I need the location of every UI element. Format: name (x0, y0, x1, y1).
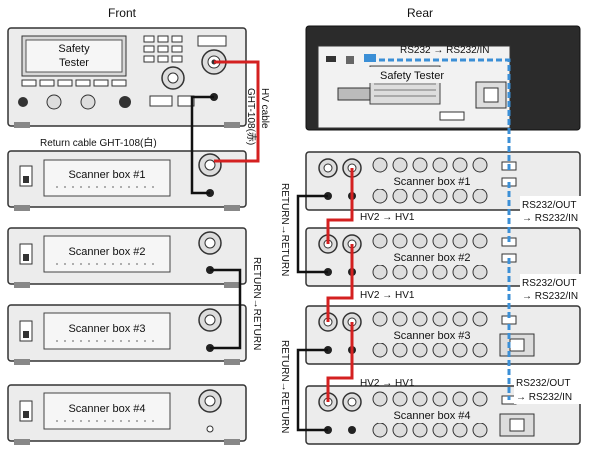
rear-box-label-1: Scanner box #1 (393, 176, 470, 188)
rear-scanner-box-1: Scanner box #1 (305, 151, 581, 211)
front-scanner-box-3: Scanner box #3 (7, 304, 247, 365)
rear-heading: Rear (407, 6, 433, 20)
rear-hv-link-1 (326, 168, 354, 244)
front-return-cable-1 (190, 95, 214, 195)
rear-return-label-2: RETURN→RETURN (279, 340, 290, 433)
rear-hv-link-label-2: HV2 → HV1 (360, 290, 415, 301)
front-box-label-4: Scanner box #4 (68, 403, 145, 415)
rs232-cable-top (370, 58, 511, 170)
front-box-label-2: Scanner box #2 (68, 246, 145, 258)
power-switch (18, 97, 28, 107)
front-scanner-box-1: Scanner box #1 (7, 150, 247, 211)
rear-hv-link-label-1: HV2 → HV1 (360, 212, 415, 223)
rs232-top-label: RS232 → RS232/IN (400, 45, 490, 56)
front-box-label-3: Scanner box #3 (68, 323, 145, 335)
rear-box-label-3: Scanner box #3 (393, 330, 470, 342)
rear-return-link-1 (296, 194, 328, 274)
safety-tester-front: Safety Tester (7, 27, 247, 128)
front-return-label: RETURN→RETURN (251, 257, 262, 350)
rear-return-link-2 (296, 348, 328, 432)
front-heading: Front (108, 6, 137, 20)
rear-box-label-4: Scanner box #4 (393, 410, 470, 422)
tester-label-line1: Safety (58, 43, 90, 55)
rear-scanner-box-3: Scanner box #3 (305, 305, 581, 365)
rear-scanner-box-2: Scanner box #2 (305, 227, 581, 287)
front-box-label-1: Scanner box #1 (68, 169, 145, 181)
rs232-out-label-1a: RS232/OUT (522, 200, 576, 211)
rear-box-label-2: Scanner box #2 (393, 252, 470, 264)
front-return-cable-2 (210, 268, 242, 350)
hv-cable-model: GHT-108(赤) (245, 88, 257, 145)
rs232-out-label-3a: RS232/OUT (516, 378, 570, 389)
rs232-connector (364, 54, 376, 62)
rear-return-label-1: RETURN→RETURN (279, 183, 290, 276)
rear-scanner-box-4: Scanner box #4 (305, 385, 581, 445)
hv-cable-label: HV cable (259, 88, 270, 129)
rear-hv-link-2 (326, 244, 354, 322)
rs232-out-label-1b: → RS232/IN (522, 213, 578, 224)
rs232-out-label-2a: RS232/OUT (522, 278, 576, 289)
rear-hv-link-label-3: HV2 → HV1 (360, 378, 415, 389)
front-scanner-box-4: Scanner box #4 (7, 384, 247, 445)
return-cable-label: Return cable GHT-108(白) (40, 136, 157, 149)
rs232-out-label-2b: → RS232/IN (522, 291, 578, 302)
front-scanner-box-2: Scanner box #2 (7, 227, 247, 288)
rs232-out-label-3b: → RS232/IN (516, 392, 572, 403)
tester-label-line2: Tester (59, 57, 89, 69)
rear-tester-label: Safety Tester (380, 70, 444, 82)
front-hv-cable (214, 60, 260, 163)
rear-hv-link-3 (326, 322, 354, 402)
